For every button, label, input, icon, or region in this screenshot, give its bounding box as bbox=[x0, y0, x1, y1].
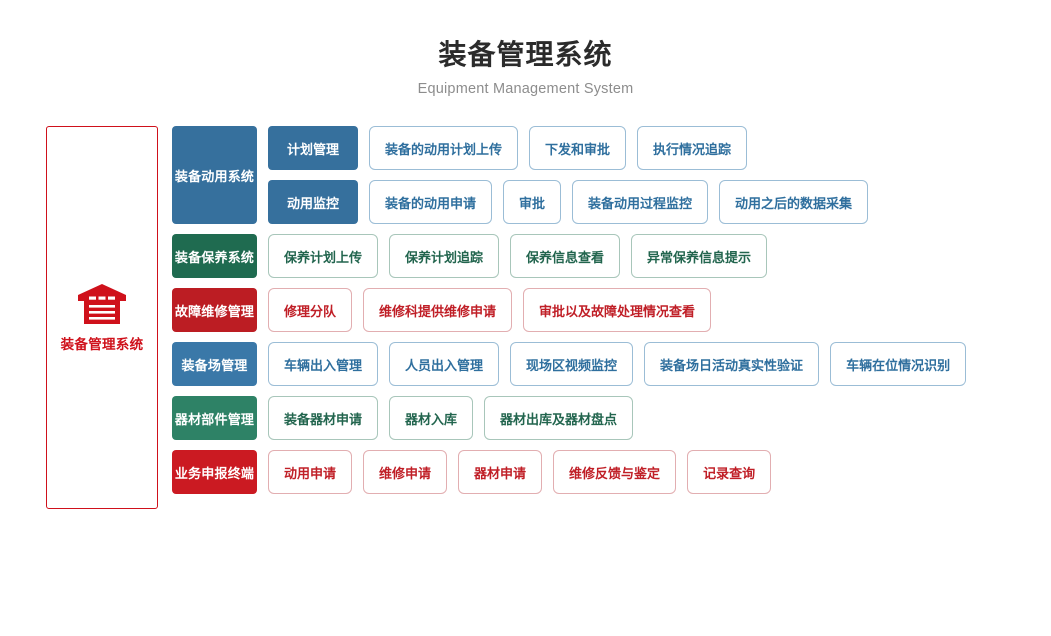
module-row: 装备保养系统保养计划上传保养计划追踪保养信息查看异常保养信息提示 bbox=[172, 234, 1032, 278]
feature-chip[interactable]: 记录查询 bbox=[687, 450, 772, 494]
subrow-stack: 修理分队维修科提供维修申请审批以及故障处理情况查看 bbox=[268, 288, 712, 332]
category-block[interactable]: 器材部件管理 bbox=[172, 396, 257, 440]
feature-chip[interactable]: 装备的动用计划上传 bbox=[369, 126, 519, 170]
subrow: 修理分队维修科提供维修申请审批以及故障处理情况查看 bbox=[268, 288, 712, 332]
subrow-stack: 计划管理装备的动用计划上传下发和审批执行情况追踪动用监控装备的动用申请审批装备动… bbox=[268, 126, 869, 224]
feature-chip[interactable]: 维修申请 bbox=[363, 450, 448, 494]
category-block[interactable]: 装备动用系统 bbox=[172, 126, 257, 224]
category-block[interactable]: 装备保养系统 bbox=[172, 234, 257, 278]
feature-chip[interactable]: 装备动用过程监控 bbox=[572, 180, 709, 224]
feature-chip[interactable]: 动用申请 bbox=[268, 450, 353, 494]
subrow-stack: 保养计划上传保养计划追踪保养信息查看异常保养信息提示 bbox=[268, 234, 768, 278]
feature-chip[interactable]: 器材出库及器材盘点 bbox=[484, 396, 634, 440]
warehouse-icon bbox=[76, 282, 128, 326]
feature-chip[interactable]: 车辆在位情况识别 bbox=[830, 342, 967, 386]
feature-chip[interactable]: 车辆出入管理 bbox=[268, 342, 379, 386]
page-subtitle: Equipment Management System bbox=[417, 81, 634, 97]
feature-chip[interactable]: 人员出入管理 bbox=[389, 342, 500, 386]
subrow: 动用申请维修申请器材申请维修反馈与鉴定记录查询 bbox=[268, 450, 772, 494]
feature-chip[interactable]: 执行情况追踪 bbox=[637, 126, 748, 170]
subrow: 保养计划上传保养计划追踪保养信息查看异常保养信息提示 bbox=[268, 234, 768, 278]
module-row: 装备动用系统计划管理装备的动用计划上传下发和审批执行情况追踪动用监控装备的动用申… bbox=[172, 126, 1032, 224]
module-rows: 装备动用系统计划管理装备的动用计划上传下发和审批执行情况追踪动用监控装备的动用申… bbox=[172, 126, 1032, 504]
feature-chip[interactable]: 审批 bbox=[503, 180, 562, 224]
feature-chip[interactable]: 下发和审批 bbox=[529, 126, 627, 170]
feature-chip[interactable]: 保养计划追踪 bbox=[389, 234, 500, 278]
feature-chip[interactable]: 异常保养信息提示 bbox=[631, 234, 768, 278]
feature-chip[interactable]: 保养计划上传 bbox=[268, 234, 379, 278]
feature-chip[interactable]: 修理分队 bbox=[268, 288, 353, 332]
feature-chip[interactable]: 装备器材申请 bbox=[268, 396, 379, 440]
module-row: 故障维修管理修理分队维修科提供维修申请审批以及故障处理情况查看 bbox=[172, 288, 1032, 332]
module-row: 器材部件管理装备器材申请器材入库器材出库及器材盘点 bbox=[172, 396, 1032, 440]
feature-chip[interactable]: 动用之后的数据采集 bbox=[719, 180, 869, 224]
subrow: 车辆出入管理人员出入管理现场区视频监控装备场日活动真实性验证车辆在位情况识别 bbox=[268, 342, 967, 386]
subcategory-block[interactable]: 计划管理 bbox=[268, 126, 358, 170]
page-title: 装备管理系统 bbox=[438, 39, 613, 70]
feature-chip[interactable]: 装备场日活动真实性验证 bbox=[644, 342, 820, 386]
subrow: 装备器材申请器材入库器材出库及器材盘点 bbox=[268, 396, 634, 440]
subrow-stack: 动用申请维修申请器材申请维修反馈与鉴定记录查询 bbox=[268, 450, 772, 494]
brand-panel: 装备管理系统 bbox=[46, 126, 158, 509]
feature-chip[interactable]: 器材入库 bbox=[389, 396, 474, 440]
subrow-stack: 车辆出入管理人员出入管理现场区视频监控装备场日活动真实性验证车辆在位情况识别 bbox=[268, 342, 967, 386]
module-row: 业务申报终端动用申请维修申请器材申请维修反馈与鉴定记录查询 bbox=[172, 450, 1032, 494]
subrow: 动用监控装备的动用申请审批装备动用过程监控动用之后的数据采集 bbox=[268, 180, 869, 224]
feature-chip[interactable]: 保养信息查看 bbox=[510, 234, 621, 278]
subcategory-block[interactable]: 动用监控 bbox=[268, 180, 358, 224]
category-block[interactable]: 故障维修管理 bbox=[172, 288, 257, 332]
page-header: 装备管理系统 Equipment Management System bbox=[0, 0, 1051, 97]
category-block[interactable]: 装备场管理 bbox=[172, 342, 257, 386]
feature-chip[interactable]: 装备的动用申请 bbox=[369, 180, 493, 224]
module-row: 装备场管理车辆出入管理人员出入管理现场区视频监控装备场日活动真实性验证车辆在位情… bbox=[172, 342, 1032, 386]
feature-chip[interactable]: 器材申请 bbox=[458, 450, 543, 494]
feature-chip[interactable]: 现场区视频监控 bbox=[510, 342, 634, 386]
subrow-stack: 装备器材申请器材入库器材出库及器材盘点 bbox=[268, 396, 634, 440]
feature-chip[interactable]: 维修反馈与鉴定 bbox=[553, 450, 677, 494]
brand-label: 装备管理系统 bbox=[60, 337, 144, 352]
category-block[interactable]: 业务申报终端 bbox=[172, 450, 257, 494]
feature-chip[interactable]: 维修科提供维修申请 bbox=[363, 288, 513, 332]
subrow: 计划管理装备的动用计划上传下发和审批执行情况追踪 bbox=[268, 126, 868, 170]
feature-chip[interactable]: 审批以及故障处理情况查看 bbox=[523, 288, 712, 332]
